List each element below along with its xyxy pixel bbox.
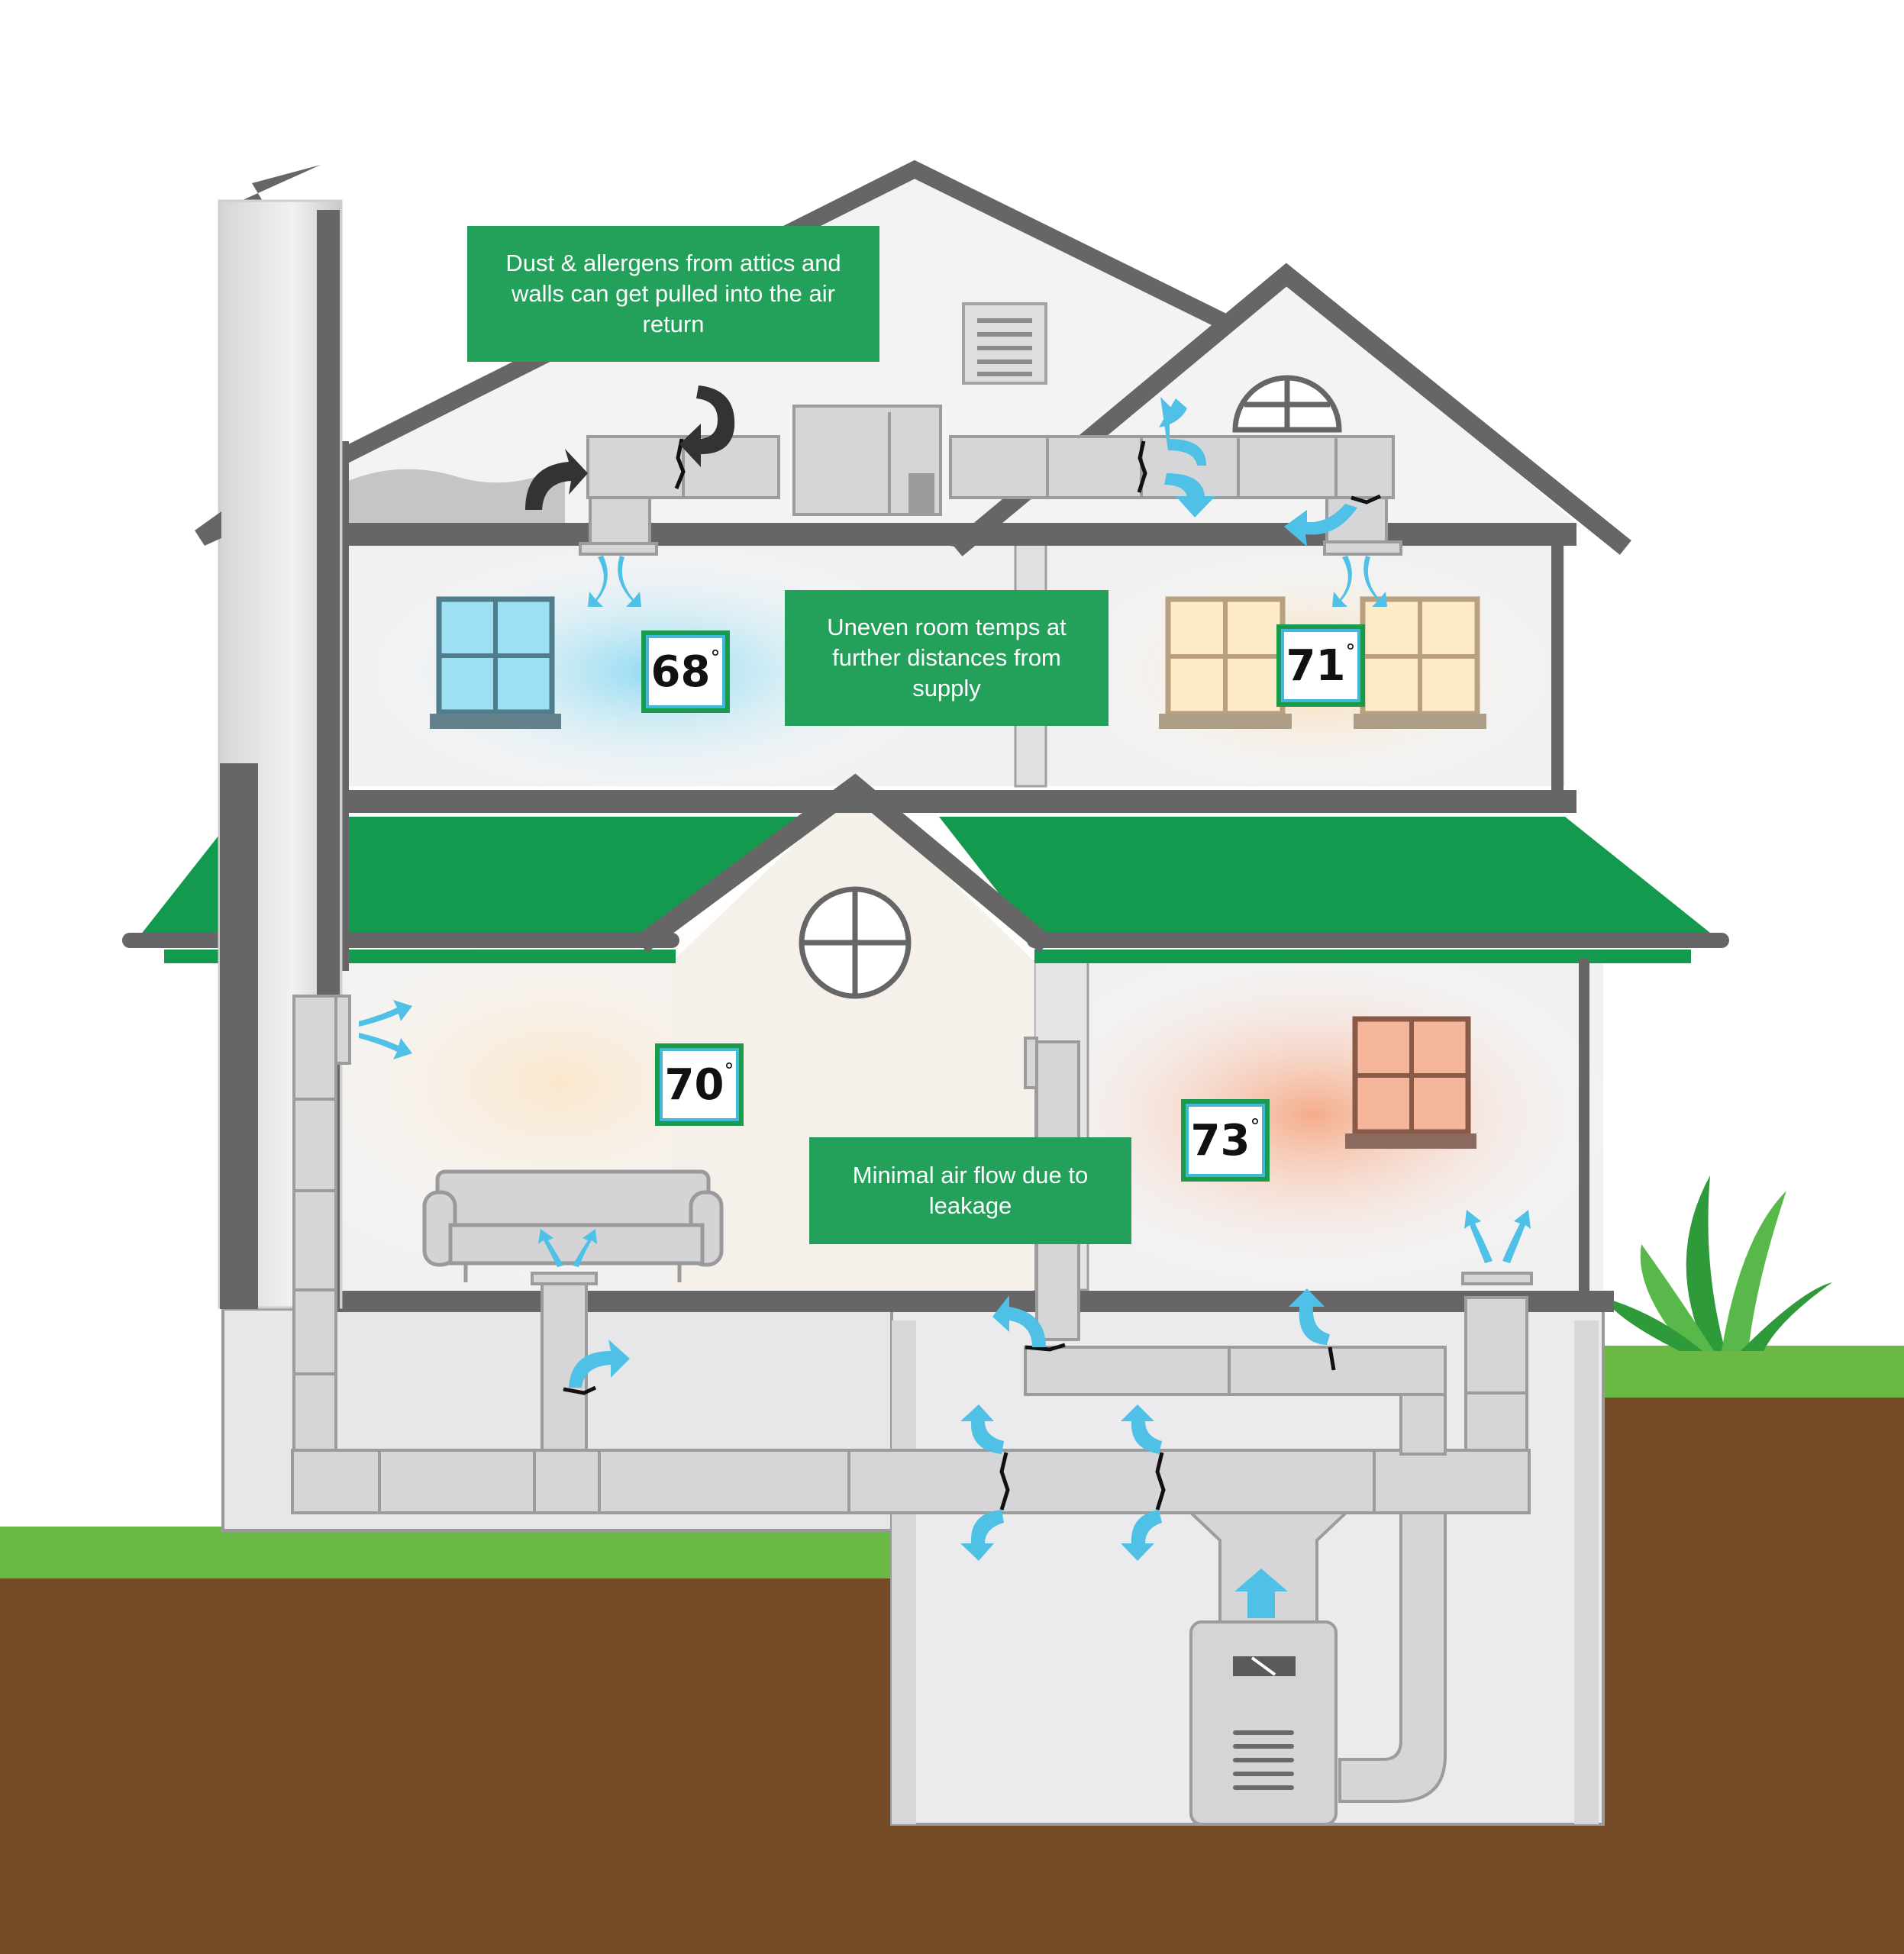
return-air-arrow-icon — [525, 385, 735, 510]
grass-right — [1603, 1346, 1904, 1398]
window-icon — [430, 596, 561, 729]
vent-grille-icon — [962, 302, 1047, 385]
thermostat-upper-right: 71° — [1276, 624, 1365, 707]
window-icon — [1159, 596, 1292, 729]
sofa-icon — [422, 1169, 724, 1282]
attic-insulation — [340, 466, 565, 527]
callout-attic-dust: Dust & allergens from attics and walls c… — [467, 226, 879, 362]
thermostat-main-right: 73° — [1181, 1099, 1270, 1182]
airflow-arrow-icon — [1234, 1569, 1288, 1618]
callout-leakage: Minimal air flow due to leakage — [809, 1137, 1131, 1244]
grass-left — [0, 1527, 893, 1578]
thermostat-reading: 71 — [1286, 640, 1346, 691]
porch-roof-right — [939, 817, 1718, 939]
degree-symbol: ° — [710, 646, 721, 669]
thermostat-main-left: 70° — [655, 1043, 744, 1126]
attic-window-icon — [1232, 375, 1342, 433]
furnace-icon — [1189, 1620, 1338, 1826]
window-icon — [1354, 596, 1486, 729]
thermostat-reading: 68 — [650, 646, 711, 697]
thermostat-reading: 70 — [664, 1059, 724, 1110]
grass-plant-icon — [1603, 1175, 1832, 1351]
thermostat-reading: 73 — [1190, 1115, 1251, 1166]
airflow-arrow-icon — [359, 397, 1531, 1561]
degree-symbol: ° — [724, 1059, 734, 1082]
round-window-icon — [799, 886, 912, 999]
thermostat-upper-left: 68° — [641, 630, 730, 713]
soil-right-upper — [1603, 1397, 1904, 1580]
leak-crack-icon — [563, 438, 1382, 1511]
callout-uneven-temps: Uneven room temps at further distances f… — [785, 590, 1109, 726]
degree-symbol: ° — [1250, 1115, 1260, 1138]
degree-symbol: ° — [1345, 640, 1356, 663]
window-icon — [1345, 1016, 1476, 1149]
